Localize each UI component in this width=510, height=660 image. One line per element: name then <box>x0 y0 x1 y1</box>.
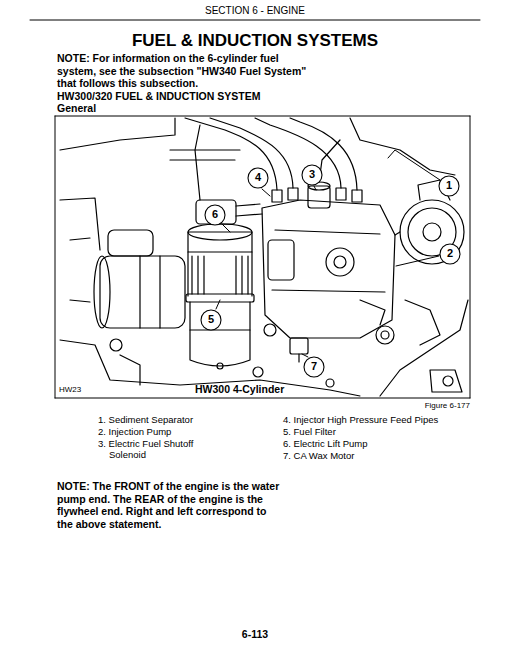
leader-line <box>216 150 440 357</box>
page-title: FUEL & INDUCTION SYSTEMS <box>30 31 480 51</box>
legend-item: 1. Sediment Separator <box>98 414 228 425</box>
engine-block <box>60 118 468 396</box>
feed-pipes <box>170 118 357 190</box>
legend-item: 4. Injector High Pressure Feed Pipes <box>283 414 483 425</box>
callout-number: 7 <box>304 360 324 373</box>
header-rule <box>30 20 480 21</box>
figure-rule <box>55 398 470 399</box>
callout-number: 2 <box>440 247 460 260</box>
callout-circle <box>201 165 460 377</box>
figure-caption: HW300 4-Cylinder <box>195 383 345 396</box>
figure-rule <box>55 116 470 117</box>
subsection-heading: General <box>57 102 257 115</box>
figure-number: Figure 6-177 <box>350 401 470 411</box>
legend-item: 5. Fuel Filter <box>283 426 483 437</box>
note-text: NOTE: For information on the 6-cylinder … <box>57 52 307 90</box>
callout-number: 3 <box>302 168 322 181</box>
figure-rule <box>470 116 471 398</box>
subsection-heading: HW300/320 FUEL & INDUCTION SYSTEM <box>57 90 357 103</box>
figure-code: HW23 <box>59 385 119 395</box>
starter-motor <box>94 230 185 351</box>
legend-item: 6. Electric Lift Pump <box>283 438 483 449</box>
legend-item: 3. Electric Fuel Shutoff Solenoid <box>98 438 223 461</box>
section-header: SECTION 6 - ENGINE <box>30 5 480 17</box>
legend-item: 2. Injection Pump <box>98 426 228 437</box>
wax-motor <box>290 338 308 362</box>
fuel-filter <box>186 224 254 369</box>
callout-number: 4 <box>248 171 268 184</box>
injection-pump <box>262 188 395 338</box>
note-text: NOTE: The FRONT of the engine is the wat… <box>57 480 282 530</box>
callout-number: 5 <box>201 313 221 326</box>
legend-item: 7. CA Wax Motor <box>283 450 483 461</box>
callout-number: 6 <box>205 208 225 221</box>
page-number: 6-113 <box>30 628 480 641</box>
figure-rule <box>55 116 56 398</box>
callout-number: 1 <box>439 179 459 192</box>
